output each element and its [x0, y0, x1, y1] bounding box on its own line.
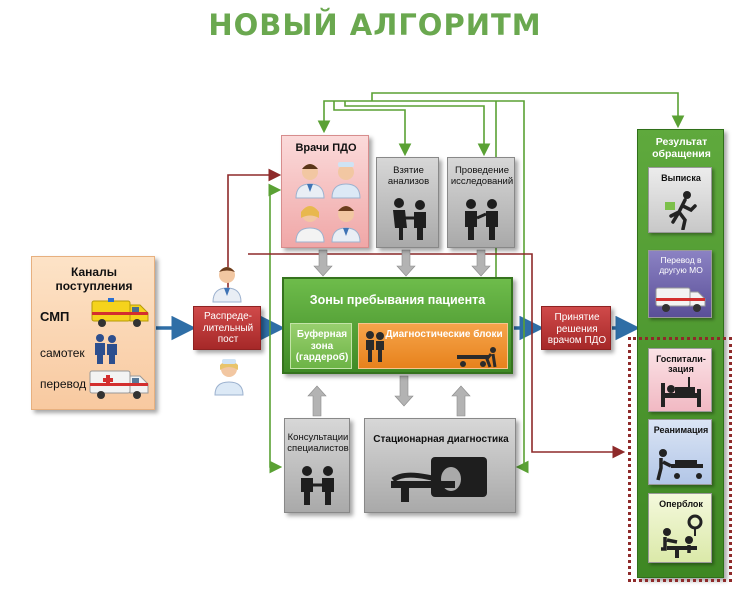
elderly-patients-icon: [366, 331, 384, 362]
admission-channels-box: Каналы поступления СМП самотек перевод: [31, 256, 155, 410]
outcome-transfer-card: Перевод в другую МО: [648, 250, 712, 318]
transfer-ambulance-icon: [89, 370, 149, 399]
outcome-discharge-label: Выписка: [661, 173, 701, 183]
distribution-post-box: Распреде-лительный пост: [193, 306, 261, 350]
outcome-transfer-label: Перевод в другую МО: [659, 255, 703, 275]
walking-people-icon: [95, 334, 117, 364]
stretcher-icon: [457, 347, 497, 368]
pdo-decision-label: Принятие решения врачом ПДО: [547, 312, 607, 346]
outcome-operating-room-label: Оперблок: [659, 499, 703, 509]
tests-sampling-box: Взятие анализов: [376, 157, 439, 248]
admission-channels-title: Каналы поступления: [55, 265, 133, 293]
patient-zones-box: Зоны пребывания пациента Буферная зона (…: [282, 277, 513, 374]
emergency-stretcher-icon: [656, 449, 703, 481]
channel-transfer: перевод: [40, 377, 87, 391]
surgery-icon: [661, 514, 703, 558]
mri-scanner-icon: [391, 457, 487, 502]
outcome-title: Результат обращения: [652, 136, 711, 161]
diagnostic-blocks-box: Диагностические блоки: [358, 323, 508, 369]
outcome-hospitalization-label: Госпитали-зация: [656, 354, 706, 375]
examinations-box: Проведение исследований: [447, 157, 515, 248]
stationary-diagnostics-box: Стационарная диагностика: [364, 418, 516, 513]
stationary-diagnostics-label: Стационарная диагностика: [373, 434, 509, 445]
ambulance-icon: [655, 287, 706, 312]
hospital-bed-icon: [661, 377, 701, 407]
doctors-group-icon: [295, 162, 361, 243]
pdo-doctors-box: Врачи ПДО: [281, 135, 369, 248]
running-person-icon: [665, 191, 697, 230]
page-title: НОВЫЙ АЛГОРИТМ: [208, 8, 542, 42]
specialist-consultations-box: Консультации специалистов: [284, 418, 350, 513]
diagnostic-blocks-label: Диагностические блоки: [385, 329, 503, 340]
buffer-zone-label: Буферная зона (гардероб): [295, 329, 349, 363]
channel-self: самотек: [40, 346, 85, 360]
consultation-icon: [301, 466, 334, 505]
outcome-box: Результат обращения Выписка Перевод в др…: [637, 129, 724, 578]
blood-test-icon: [393, 198, 426, 240]
outcome-resuscitation-card: Реанимация: [648, 419, 712, 485]
buffer-zone-box: Буферная зона (гардероб): [290, 323, 352, 369]
ambulance-icon: [91, 298, 149, 327]
outcome-resuscitation-label: Реанимация: [653, 425, 709, 435]
pdo-doctors-label: Врачи ПДО: [295, 142, 357, 154]
examination-icon: [465, 199, 498, 240]
male-doctor-icon: [212, 267, 242, 303]
outcome-hospitalization-card: Госпитали-зация: [648, 348, 712, 412]
nurse-icon: [214, 359, 244, 396]
inpatient-outcomes-group: [628, 337, 732, 582]
examinations-label: Проведение исследований: [450, 165, 514, 187]
channel-smp: СМП: [40, 309, 70, 324]
outcome-operating-room-card: Оперблок: [648, 493, 712, 563]
outcome-discharge-card: Выписка: [648, 167, 712, 233]
distribution-post-label: Распреде-лительный пост: [202, 311, 254, 345]
patient-zones-title: Зоны пребывания пациента: [309, 293, 486, 307]
specialist-consultations-label: Консультации специалистов: [287, 432, 349, 454]
pdo-decision-box: Принятие решения врачом ПДО: [541, 306, 611, 350]
tests-sampling-label: Взятие анализов: [387, 165, 430, 187]
